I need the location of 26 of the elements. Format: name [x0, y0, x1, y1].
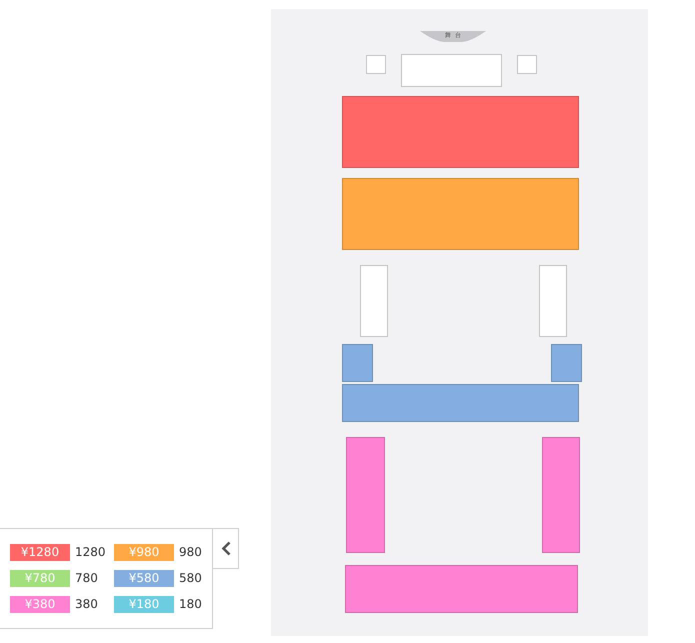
legend-text: 1280 [75, 544, 106, 561]
price-swatch: ¥1280 [10, 544, 70, 561]
price-swatch: ¥580 [114, 570, 174, 587]
price-swatch: ¥380 [10, 596, 70, 613]
seating-block [551, 344, 582, 382]
legend-text: 180 [179, 596, 202, 613]
seating-block [517, 55, 537, 74]
seating-block [360, 265, 388, 337]
seating-block [346, 437, 385, 553]
stage-shape [420, 31, 486, 42]
seating-block [342, 344, 373, 382]
legend-text: 380 [75, 596, 98, 613]
price-swatch: ¥980 [114, 544, 174, 561]
seating-block [345, 565, 578, 613]
seating-block [366, 55, 386, 74]
price-swatch: ¥180 [114, 596, 174, 613]
seating-block [539, 265, 567, 337]
seating-block [342, 178, 579, 250]
price-swatch: ¥780 [10, 570, 70, 587]
seating-block [401, 54, 502, 87]
legend-text: 580 [179, 570, 202, 587]
legend-text: 780 [75, 570, 98, 587]
seating-block [342, 384, 579, 422]
seating-block [342, 96, 579, 168]
legend-text: 980 [179, 544, 202, 561]
seating-block [542, 437, 580, 553]
